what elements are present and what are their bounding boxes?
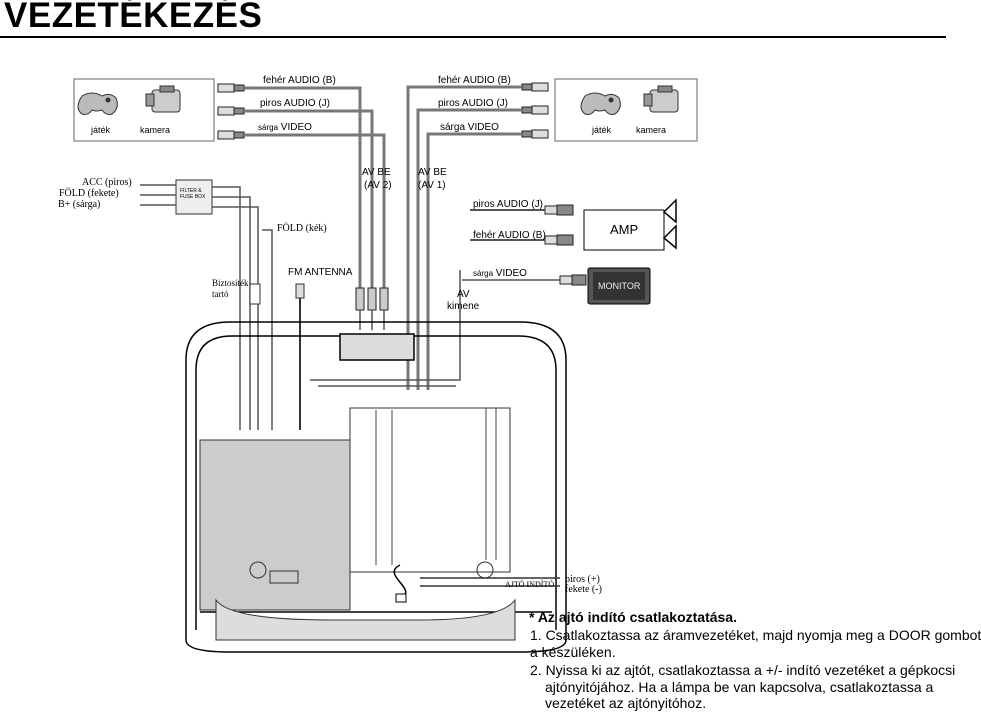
amp-red-label: piros AUDIO (J) (473, 199, 544, 210)
amp-white-label: fehér AUDIO (B) (473, 230, 546, 241)
power-wires (140, 184, 273, 430)
front-grille (215, 598, 516, 641)
speaker-icon (662, 198, 677, 250)
bplus-label: B+ (sárga) (58, 199, 101, 210)
av1-cables (406, 85, 522, 390)
top-left-red-label: piros AUDIO (J) (260, 98, 331, 109)
fm-antenna-label: FM ANTENNA (288, 267, 353, 278)
fuse-holder-label-2: tartó (212, 289, 229, 299)
amp-label: AMP (610, 222, 639, 237)
top-right-white-label: fehér AUDIO (B) (438, 75, 511, 86)
amp-rca-plugs (544, 204, 574, 246)
instruction-heading: * Az ajtó indító csatlakoztatása. (529, 609, 737, 625)
main-unit (185, 321, 567, 653)
monitor-label: MONITOR (598, 281, 641, 291)
instruction-line-4: ajtónyitójához. Ha a lámpa be van kapcso… (545, 679, 934, 695)
amp-box (583, 209, 665, 251)
door-trigger-label: AJTÓ INDÍTÓ (505, 580, 555, 589)
av-in-plugs (355, 287, 389, 311)
top-left-white-label: fehér AUDIO (B) (263, 75, 336, 86)
camera-label-left: kamera (140, 125, 171, 135)
top-right-rca-plugs (521, 82, 549, 139)
gamepad-left-icon (77, 92, 118, 115)
camera-left-icon (145, 85, 181, 113)
door-trigger-wires (420, 577, 560, 587)
bracket-plate (199, 439, 351, 611)
fuse-holder (249, 283, 261, 305)
door-red-label: piros (+) (565, 574, 600, 585)
filter-fuse-box (175, 179, 213, 215)
door-black-label: fekete (-) (565, 584, 602, 595)
instruction-line-1: 1. Csatlakoztassa az áramvezetéket, majd… (530, 627, 981, 643)
page-title: VEZETÉKEZÉS (4, 0, 263, 35)
top-left-rca-plugs (217, 83, 245, 140)
monitor-yellow-label: sárga VIDEO (473, 268, 527, 279)
filter-fuse-label: FILTER & FUSE BOX (180, 188, 206, 200)
acc-label: ACC (piros) (82, 177, 132, 188)
top-right-yellow-label: sárga VIDEO (440, 122, 499, 133)
av2-cables (244, 86, 386, 290)
av-in-1-line2: (AV 1) (418, 180, 446, 191)
monitor-rca-plug (559, 274, 587, 286)
camera-label-right: kamera (636, 125, 667, 135)
instruction-line-2: a készüléken. (530, 644, 616, 660)
av-in-2-line1: AV BE (362, 167, 391, 178)
game-label-right: játék (592, 125, 612, 135)
circuit-board (349, 407, 511, 573)
av-out-line2: kimene (447, 301, 480, 312)
ground-blue-label: FÖLD (kék) (277, 223, 327, 234)
instruction-line-5: vezetéket az ajtónyitóhoz. (545, 695, 707, 711)
camera-right-icon (643, 85, 679, 113)
fm-antenna-connector (295, 283, 305, 430)
left-device-box (73, 78, 215, 142)
av-in-1-line1: AV BE (418, 167, 447, 178)
right-device-box (554, 78, 698, 142)
internal-wires (310, 270, 560, 387)
game-label-left: játék (91, 125, 111, 135)
title-rule (0, 36, 946, 38)
av-in-2-line2: (AV 2) (364, 180, 392, 191)
av-out-line1: AV (457, 289, 470, 300)
wiring-diagram (73, 78, 698, 653)
gamepad-right-icon (580, 92, 621, 115)
fuse-holder-label-1: Biztosíték (212, 278, 249, 288)
top-right-red-label: piros AUDIO (J) (438, 98, 509, 109)
instruction-line-3: 2. Nyissa ki az ajtót, csatlakoztassa a … (530, 662, 956, 678)
door-wire (393, 564, 407, 599)
ground-black-label: FÖLD (fekete) (59, 188, 119, 199)
top-left-yellow-label: sárga VIDEO (258, 122, 312, 133)
